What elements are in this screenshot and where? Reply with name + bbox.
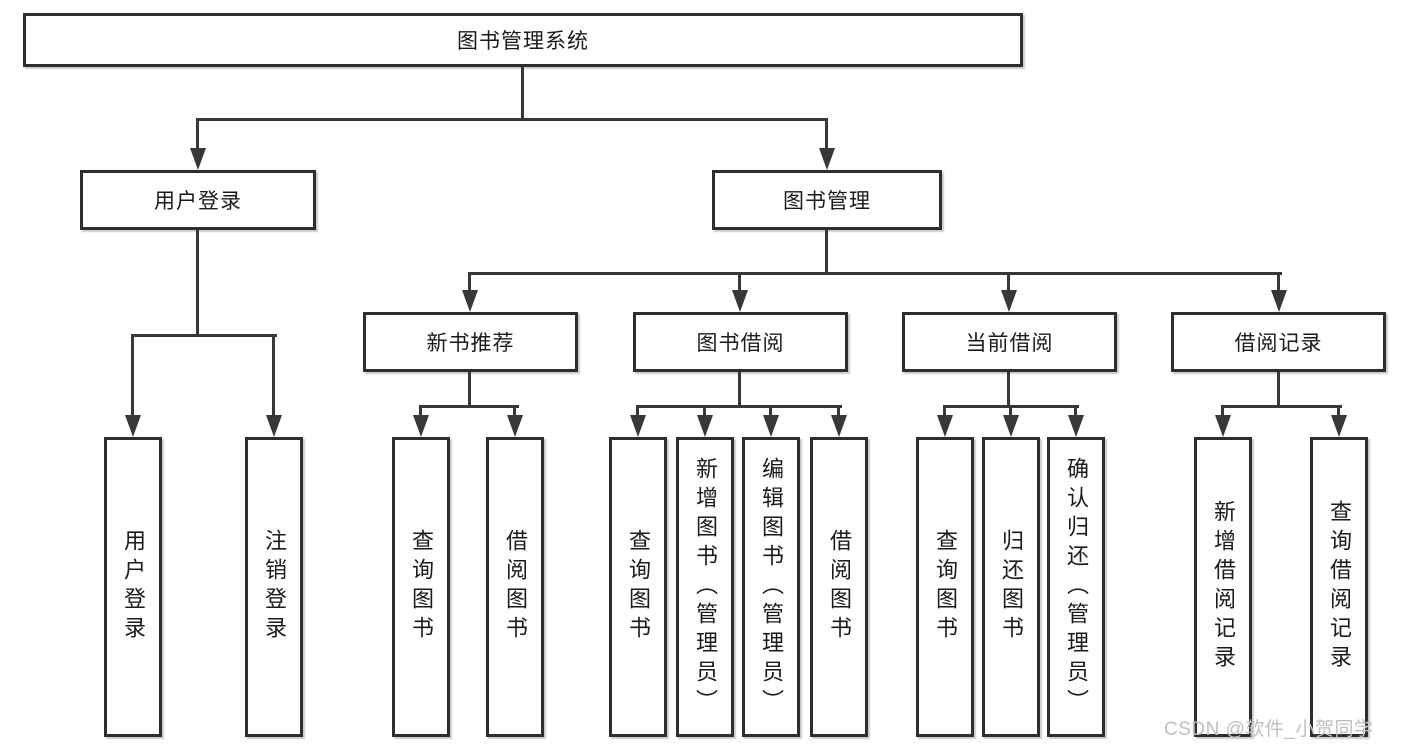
node-label: 图书管理: [783, 190, 871, 213]
node-label: 新增图书（管理员）: [693, 456, 718, 718]
connector-vline: [131, 334, 134, 419]
connector-vline: [825, 118, 828, 150]
connector-vline: [196, 118, 199, 150]
node-label: 归还图书: [999, 529, 1024, 645]
node-label: 借阅图书: [827, 529, 852, 645]
connector-vline: [1277, 372, 1280, 408]
node-user-login: 用户登录: [80, 170, 316, 230]
connector-hline: [1221, 405, 1342, 408]
node-label: 新增借阅记录: [1211, 500, 1236, 674]
connector-vline: [1009, 405, 1012, 419]
node-label: 用户登录: [154, 190, 242, 213]
node-add-books-admin: 新增图书（管理员）: [676, 437, 734, 737]
connector-vline: [943, 405, 946, 419]
node-query-books-current: 查询图书: [916, 437, 974, 737]
arrow-down-icon: [819, 148, 835, 170]
connector-vline: [738, 372, 741, 408]
node-label: 借阅记录: [1234, 332, 1323, 355]
connector-hline: [468, 272, 1282, 275]
node-label: 查询图书: [933, 529, 958, 645]
arrow-down-icon: [763, 415, 779, 437]
connector-vline: [703, 405, 706, 419]
connector-vline: [769, 405, 772, 419]
arrow-down-icon: [125, 415, 141, 437]
node-add-borrow-record: 新增借阅记录: [1194, 437, 1252, 737]
node-label: 图书管理系统: [457, 30, 589, 53]
arrow-down-icon: [1001, 290, 1017, 312]
connector-vline: [837, 405, 840, 419]
connector-vline: [272, 334, 275, 419]
arrow-down-icon: [1068, 415, 1084, 437]
node-new-book-recommendation: 新书推荐: [363, 312, 578, 372]
node-borrowing-records: 借阅记录: [1171, 312, 1386, 372]
arrow-down-icon: [1003, 415, 1019, 437]
arrow-down-icon: [1215, 415, 1231, 437]
node-logout-leaf: 注销登录: [245, 437, 303, 737]
connector-vline: [1221, 405, 1224, 419]
node-query-books-borrow: 查询图书: [609, 437, 667, 737]
node-label: 确认归还（管理员）: [1064, 456, 1089, 718]
node-label: 注销登录: [262, 529, 287, 645]
arrow-down-icon: [266, 415, 282, 437]
node-label: 新书推荐: [426, 332, 515, 355]
node-label: 查询借阅记录: [1327, 500, 1352, 674]
connector-hline: [131, 334, 277, 337]
node-label: 查询图书: [409, 529, 434, 645]
connector-vline: [419, 405, 422, 419]
connector-vline: [825, 230, 828, 275]
connector-vline: [1277, 272, 1280, 294]
arrow-down-icon: [413, 415, 429, 437]
arrow-down-icon: [462, 290, 478, 312]
connector-vline: [1007, 272, 1010, 294]
node-borrow-books-recommend: 借阅图书: [486, 437, 544, 737]
connector-vline: [513, 405, 516, 419]
arrow-down-icon: [831, 415, 847, 437]
connector-vline: [468, 272, 471, 294]
arrow-down-icon: [937, 415, 953, 437]
connector-vline: [1007, 372, 1010, 408]
node-borrow-books-leaf: 借阅图书: [810, 437, 868, 737]
node-edit-books-admin: 编辑图书（管理员）: [742, 437, 800, 737]
connector-vline: [196, 230, 199, 336]
arrow-down-icon: [507, 415, 523, 437]
connector-vline: [521, 67, 524, 121]
node-label: 编辑图书（管理员）: [759, 456, 784, 718]
node-query-books-recommend: 查询图书: [392, 437, 450, 737]
watermark: CSDN @软件_小贺同学: [1164, 719, 1374, 740]
connector-hline: [419, 405, 519, 408]
connector-vline: [1074, 405, 1077, 419]
arrow-down-icon: [697, 415, 713, 437]
node-book-borrowing: 图书借阅: [633, 312, 848, 372]
arrow-down-icon: [630, 415, 646, 437]
arrow-down-icon: [1271, 290, 1287, 312]
node-library-management-system: 图书管理系统: [23, 13, 1023, 67]
node-user-login-leaf: 用户登录: [104, 437, 162, 737]
node-query-borrow-record: 查询借阅记录: [1310, 437, 1368, 737]
arrow-down-icon: [732, 290, 748, 312]
arrow-down-icon: [190, 148, 206, 170]
node-label: 查询图书: [626, 529, 651, 645]
connector-vline: [468, 372, 471, 408]
node-label: 图书借阅: [696, 332, 785, 355]
connector-vline: [738, 272, 741, 294]
connector-hline: [196, 118, 828, 121]
node-confirm-return-admin: 确认归还（管理员）: [1047, 437, 1105, 737]
node-label: 用户登录: [121, 529, 146, 645]
node-label: 当前借阅: [965, 332, 1054, 355]
connector-hline: [636, 405, 842, 408]
node-label: 借阅图书: [503, 529, 528, 645]
node-current-borrowing: 当前借阅: [902, 312, 1117, 372]
connector-vline: [636, 405, 639, 419]
arrow-down-icon: [1331, 415, 1347, 437]
connector-vline: [1337, 405, 1340, 419]
node-book-management: 图书管理: [712, 170, 942, 230]
node-return-books: 归还图书: [982, 437, 1040, 737]
